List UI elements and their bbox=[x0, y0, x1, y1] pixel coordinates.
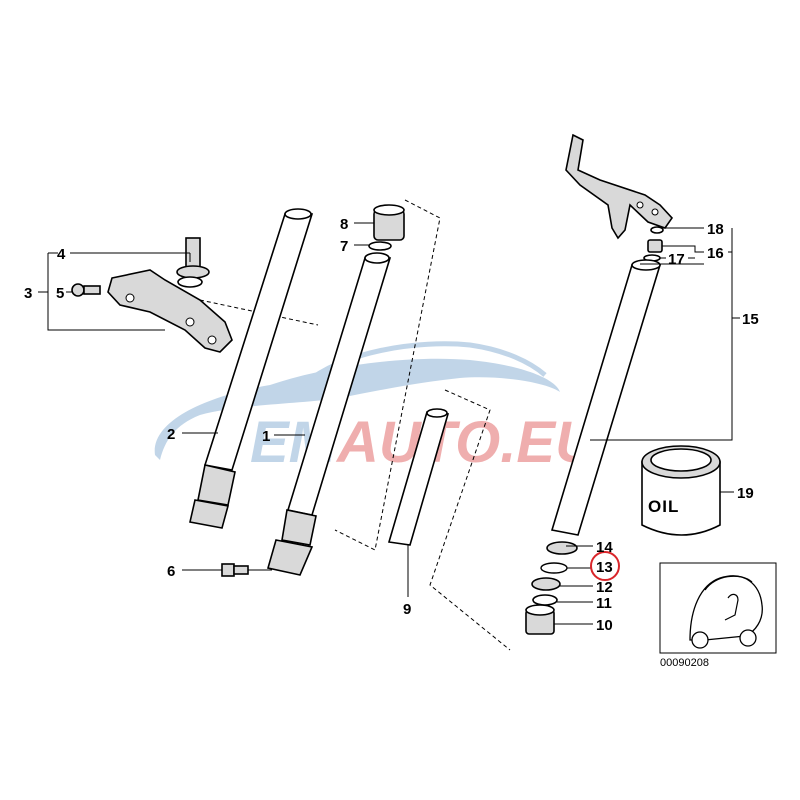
fork-leg-2 bbox=[189, 208, 314, 529]
fork-leg-1 bbox=[266, 252, 392, 576]
axle-clamp bbox=[266, 539, 314, 576]
bolt-head bbox=[221, 563, 235, 577]
bolt-shank bbox=[83, 285, 101, 295]
callouts: 1 2 3 4 5 6 7 8 9 10 11 12 13 14 15 16 1… bbox=[24, 216, 759, 634]
oil-can-label: OIL bbox=[648, 497, 679, 516]
bushing-10-top bbox=[525, 604, 555, 616]
rod-top bbox=[426, 408, 448, 418]
vehicle-thumbnail: 00090208 bbox=[659, 562, 777, 669]
clamp-bolt-hole bbox=[125, 293, 135, 303]
callout-7: 7 bbox=[340, 238, 348, 255]
oil-can-body bbox=[641, 461, 721, 536]
callout-9: 9 bbox=[403, 601, 411, 618]
plug bbox=[647, 239, 663, 253]
ring-11 bbox=[532, 594, 558, 606]
slider bbox=[197, 464, 236, 506]
oil-can-lid-inner bbox=[650, 448, 712, 472]
scooter-icon bbox=[689, 575, 763, 641]
callout-11: 11 bbox=[596, 595, 612, 612]
bushing-group-top bbox=[334, 199, 441, 551]
triple-clamp bbox=[107, 269, 233, 353]
bracket-hole bbox=[651, 208, 659, 216]
callout-10: 10 bbox=[596, 617, 613, 634]
bolt-shank bbox=[233, 565, 249, 575]
callout-5: 5 bbox=[56, 285, 64, 302]
clamp-bolt-hole bbox=[207, 335, 217, 345]
scooter-rider-icon bbox=[724, 593, 739, 621]
scooter-front-wheel-icon bbox=[691, 631, 709, 649]
slider bbox=[281, 509, 317, 546]
callout-17: 17 bbox=[668, 251, 685, 268]
top-clamp-assembly bbox=[71, 237, 319, 353]
callout-16: 16 bbox=[707, 245, 724, 262]
callout-4: 4 bbox=[57, 246, 66, 263]
callout-13: 13 bbox=[596, 559, 613, 576]
callout-12: 12 bbox=[596, 579, 613, 596]
stem-nut bbox=[176, 265, 210, 279]
callout-19: 19 bbox=[737, 485, 754, 502]
callout-8: 8 bbox=[340, 216, 348, 233]
damper-rod-9 bbox=[387, 389, 511, 651]
circlip-13 bbox=[540, 562, 568, 574]
handlebar-bracket bbox=[565, 133, 674, 240]
bracket-hole bbox=[636, 201, 644, 209]
axle-clamp bbox=[189, 499, 230, 529]
right-fork-assembly bbox=[525, 133, 674, 635]
reference-number: 00090208 bbox=[660, 657, 709, 669]
fork-tube-top bbox=[284, 208, 312, 220]
callout-15: 15 bbox=[742, 311, 759, 328]
bolt-head bbox=[71, 283, 85, 297]
callout-14: 14 bbox=[596, 539, 613, 556]
oil-can: OIL bbox=[641, 445, 721, 536]
scooter-roof-icon bbox=[704, 575, 753, 591]
callout-3: 3 bbox=[24, 285, 32, 302]
bolt-6 bbox=[221, 563, 249, 577]
fork-tube-top bbox=[631, 259, 661, 271]
callout-1: 1 bbox=[262, 428, 270, 445]
fork-tube-top bbox=[364, 252, 390, 264]
callout-13-highlight bbox=[590, 551, 620, 581]
callout-6: 6 bbox=[167, 563, 175, 580]
callout-18: 18 bbox=[707, 221, 724, 238]
scooter-rear-wheel-icon bbox=[739, 629, 757, 647]
o-ring bbox=[368, 241, 392, 251]
watermark-car-swoosh bbox=[154, 358, 560, 460]
callout-2: 2 bbox=[167, 426, 175, 443]
leader-lines bbox=[38, 222, 740, 625]
clamp-bolt-hole bbox=[185, 317, 195, 327]
cap-washer bbox=[650, 226, 664, 234]
washer-12 bbox=[531, 577, 561, 591]
seal-14 bbox=[546, 541, 578, 555]
bushing-top bbox=[373, 204, 405, 216]
stem-washer bbox=[177, 276, 203, 288]
